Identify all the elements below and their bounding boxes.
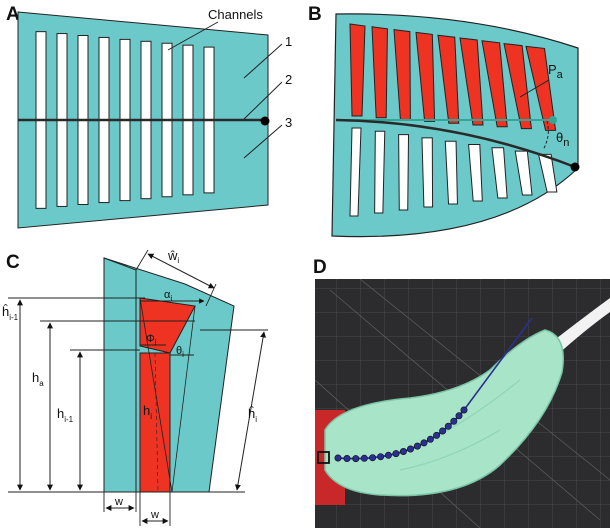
channels-label: Channels <box>208 7 263 22</box>
fixed-end-point <box>260 116 270 126</box>
callout-2-leader <box>243 81 283 120</box>
tracking-marker <box>369 454 377 462</box>
label-h-hat-prev: ĥi-1 <box>2 304 19 322</box>
tracking-marker <box>426 435 434 443</box>
label-h-prev: hi-1 <box>57 406 74 424</box>
panel-letter-d: D <box>313 257 327 278</box>
origin-marker-box <box>317 451 330 464</box>
tracking-marker <box>413 442 421 450</box>
label-h-hat-i: ĥi <box>248 406 257 424</box>
pressurized-channel <box>437 34 460 124</box>
callout-2: 2 <box>285 72 292 87</box>
pressure-leader <box>519 79 550 98</box>
callout-3-leader <box>243 124 283 159</box>
label-theta: θi <box>176 345 184 359</box>
bend-angle-label: θn <box>556 130 569 149</box>
tracking-marker <box>420 439 428 447</box>
tracking-marker <box>360 454 368 462</box>
unpressurized-channel <box>491 147 508 199</box>
soft-actuator-photo <box>324 329 564 497</box>
unpressurized-channel <box>468 144 483 202</box>
pressurized-channel <box>459 37 484 126</box>
unpressurized-channel <box>514 150 533 196</box>
pressurized-channel <box>415 31 436 122</box>
label-phi: Φi <box>146 333 157 347</box>
pressurized-channel <box>525 45 557 131</box>
tracking-markers <box>334 406 468 463</box>
unpressurized-channel <box>421 137 434 208</box>
pressure-label: Pa <box>548 62 564 81</box>
unpressurized-channel <box>398 134 410 211</box>
tracking-marker <box>343 454 351 462</box>
label-w-2: w <box>150 509 159 521</box>
tracking-marker <box>392 450 400 458</box>
label-w-1: w <box>114 496 123 508</box>
reference-end-point <box>549 116 557 124</box>
panel-letter-c: C <box>6 252 20 273</box>
tracking-marker <box>406 445 414 453</box>
panel-d: D <box>313 257 610 528</box>
tracking-marker <box>399 447 407 455</box>
panel-b: B θn Pa <box>308 4 580 238</box>
tracking-marker <box>460 406 468 414</box>
undeformed-chamber <box>139 352 171 493</box>
dim-w-hat-ext-1 <box>135 249 149 271</box>
unpressurized-channel <box>349 127 362 217</box>
callout-1: 1 <box>285 34 292 49</box>
unpressurized-channel <box>444 140 458 205</box>
panel-c: C ŵi αi <box>2 248 268 526</box>
pressurized-channel <box>503 43 532 130</box>
pressurized-channel <box>481 40 508 128</box>
channel-group-bent <box>349 23 558 217</box>
label-h-a: ha <box>32 370 44 388</box>
bent-strain-limiting-layer <box>335 118 576 169</box>
tracking-marker <box>455 412 463 420</box>
panel-letter-b: B <box>308 4 322 25</box>
dim-h-hat-i <box>234 331 267 491</box>
callout-1-leader <box>243 43 283 79</box>
panel-a: A Channels 1 2 3 <box>6 4 292 229</box>
tracking-marker <box>433 431 441 439</box>
unpressurized-channel <box>537 153 558 193</box>
unpressurized-channel <box>374 130 386 214</box>
label-w-hat: ŵi <box>167 248 179 265</box>
pressurized-channel <box>371 26 388 119</box>
tracking-marker <box>334 454 342 462</box>
dim-w-hat-arrow <box>147 253 215 289</box>
chamber-axis <box>154 352 159 491</box>
diagonal-guide-2 <box>171 305 196 493</box>
label-alpha: αi <box>164 289 172 303</box>
tracking-marker <box>444 422 452 430</box>
label-h-i: hi <box>143 403 152 421</box>
tip-direction-line <box>463 317 533 411</box>
bent-end-point <box>570 162 580 172</box>
chamber-wall <box>103 257 137 493</box>
air-tube <box>548 298 610 356</box>
tracking-marker <box>450 417 458 425</box>
tracking-marker <box>384 451 392 459</box>
panel-letter-a: A <box>6 4 20 25</box>
tracking-marker <box>352 455 360 463</box>
tracking-marker <box>377 453 385 461</box>
channels-leader <box>167 21 219 51</box>
pressurized-channel <box>349 23 366 117</box>
bend-angle-arc <box>542 120 549 151</box>
tracking-marker <box>439 427 447 435</box>
callout-3: 3 <box>285 115 292 130</box>
